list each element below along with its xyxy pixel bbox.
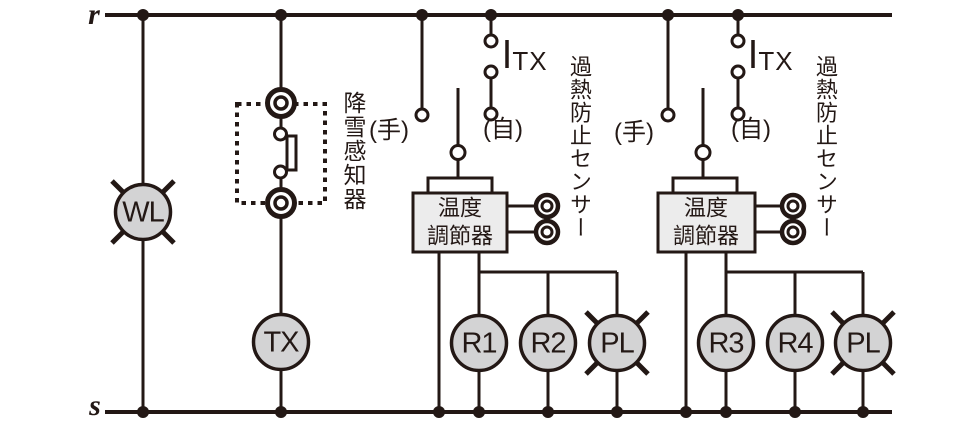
snow-sensor-actuator	[285, 134, 298, 172]
junction-dots	[137, 9, 869, 418]
group1-tx-contact-top	[483, 33, 499, 49]
snow-sensor-label: 降雪感知器	[340, 91, 366, 211]
group1-manual-contact	[414, 107, 430, 123]
group1-controller-line1: 温度	[437, 195, 483, 221]
group1-controller-box	[411, 191, 509, 254]
wl-lamp-label: WL	[122, 196, 164, 229]
wl-lamp-circle	[113, 182, 173, 242]
snow-sensor-contact-bottom	[273, 164, 288, 180]
group1-auto-label: (自)	[483, 116, 523, 143]
group1-box-bracket	[426, 176, 494, 193]
wl-branch	[110, 15, 176, 412]
group2-tx-contact-mid	[730, 64, 746, 80]
group2-auto-contact	[730, 106, 746, 122]
group1-r2-label: R2	[530, 327, 566, 360]
group2-circuit	[656, 15, 896, 412]
group1-r1-label: R1	[461, 327, 497, 360]
group2-r3-label: R3	[708, 327, 744, 360]
group1-auto-contact	[483, 106, 499, 122]
top-rail-label: r	[88, 0, 100, 31]
group2-tx-contact-top	[730, 33, 746, 49]
group2-pl-label: PL	[846, 327, 880, 360]
group2-auto-label: (自)	[731, 116, 771, 143]
tx-relay-label: TX	[263, 326, 299, 359]
group1-pl-label: PL	[600, 327, 634, 360]
group2-controller-label: 温度 調節器	[673, 195, 739, 250]
group2-controller-box	[656, 191, 757, 254]
group1-controller-line2: 調節器	[426, 223, 494, 248]
group1-controller-label: 温度 調節器	[427, 195, 493, 250]
group1-overheat-sensor-label: 過熱防止センサー	[567, 55, 592, 239]
snow-sensor-contact-top	[273, 126, 288, 142]
group2-manual-label: (手)	[614, 119, 654, 146]
group2-manual-contact	[660, 107, 676, 123]
group1-tx-contact-label: TX	[512, 46, 548, 76]
group1-manual-label: (手)	[369, 117, 409, 144]
group2-box-bracket	[671, 176, 739, 193]
group2-r4-label: R4	[777, 327, 813, 360]
group2-tx-contact-label: TX	[758, 46, 794, 76]
group1-tx-contact-mid	[483, 64, 499, 80]
group2-controller-line2: 調節器	[672, 223, 740, 248]
group2-controller-line1: 温度	[683, 195, 729, 221]
snow-sensor-branch	[235, 15, 327, 412]
group1-selector-pivot	[449, 144, 467, 161]
group1-circuit	[411, 15, 650, 412]
bottom-rail-label: s	[89, 389, 101, 422]
group2-selector-pivot	[694, 144, 712, 161]
group2-overheat-sensor-label: 過熱防止センサー	[813, 55, 838, 239]
